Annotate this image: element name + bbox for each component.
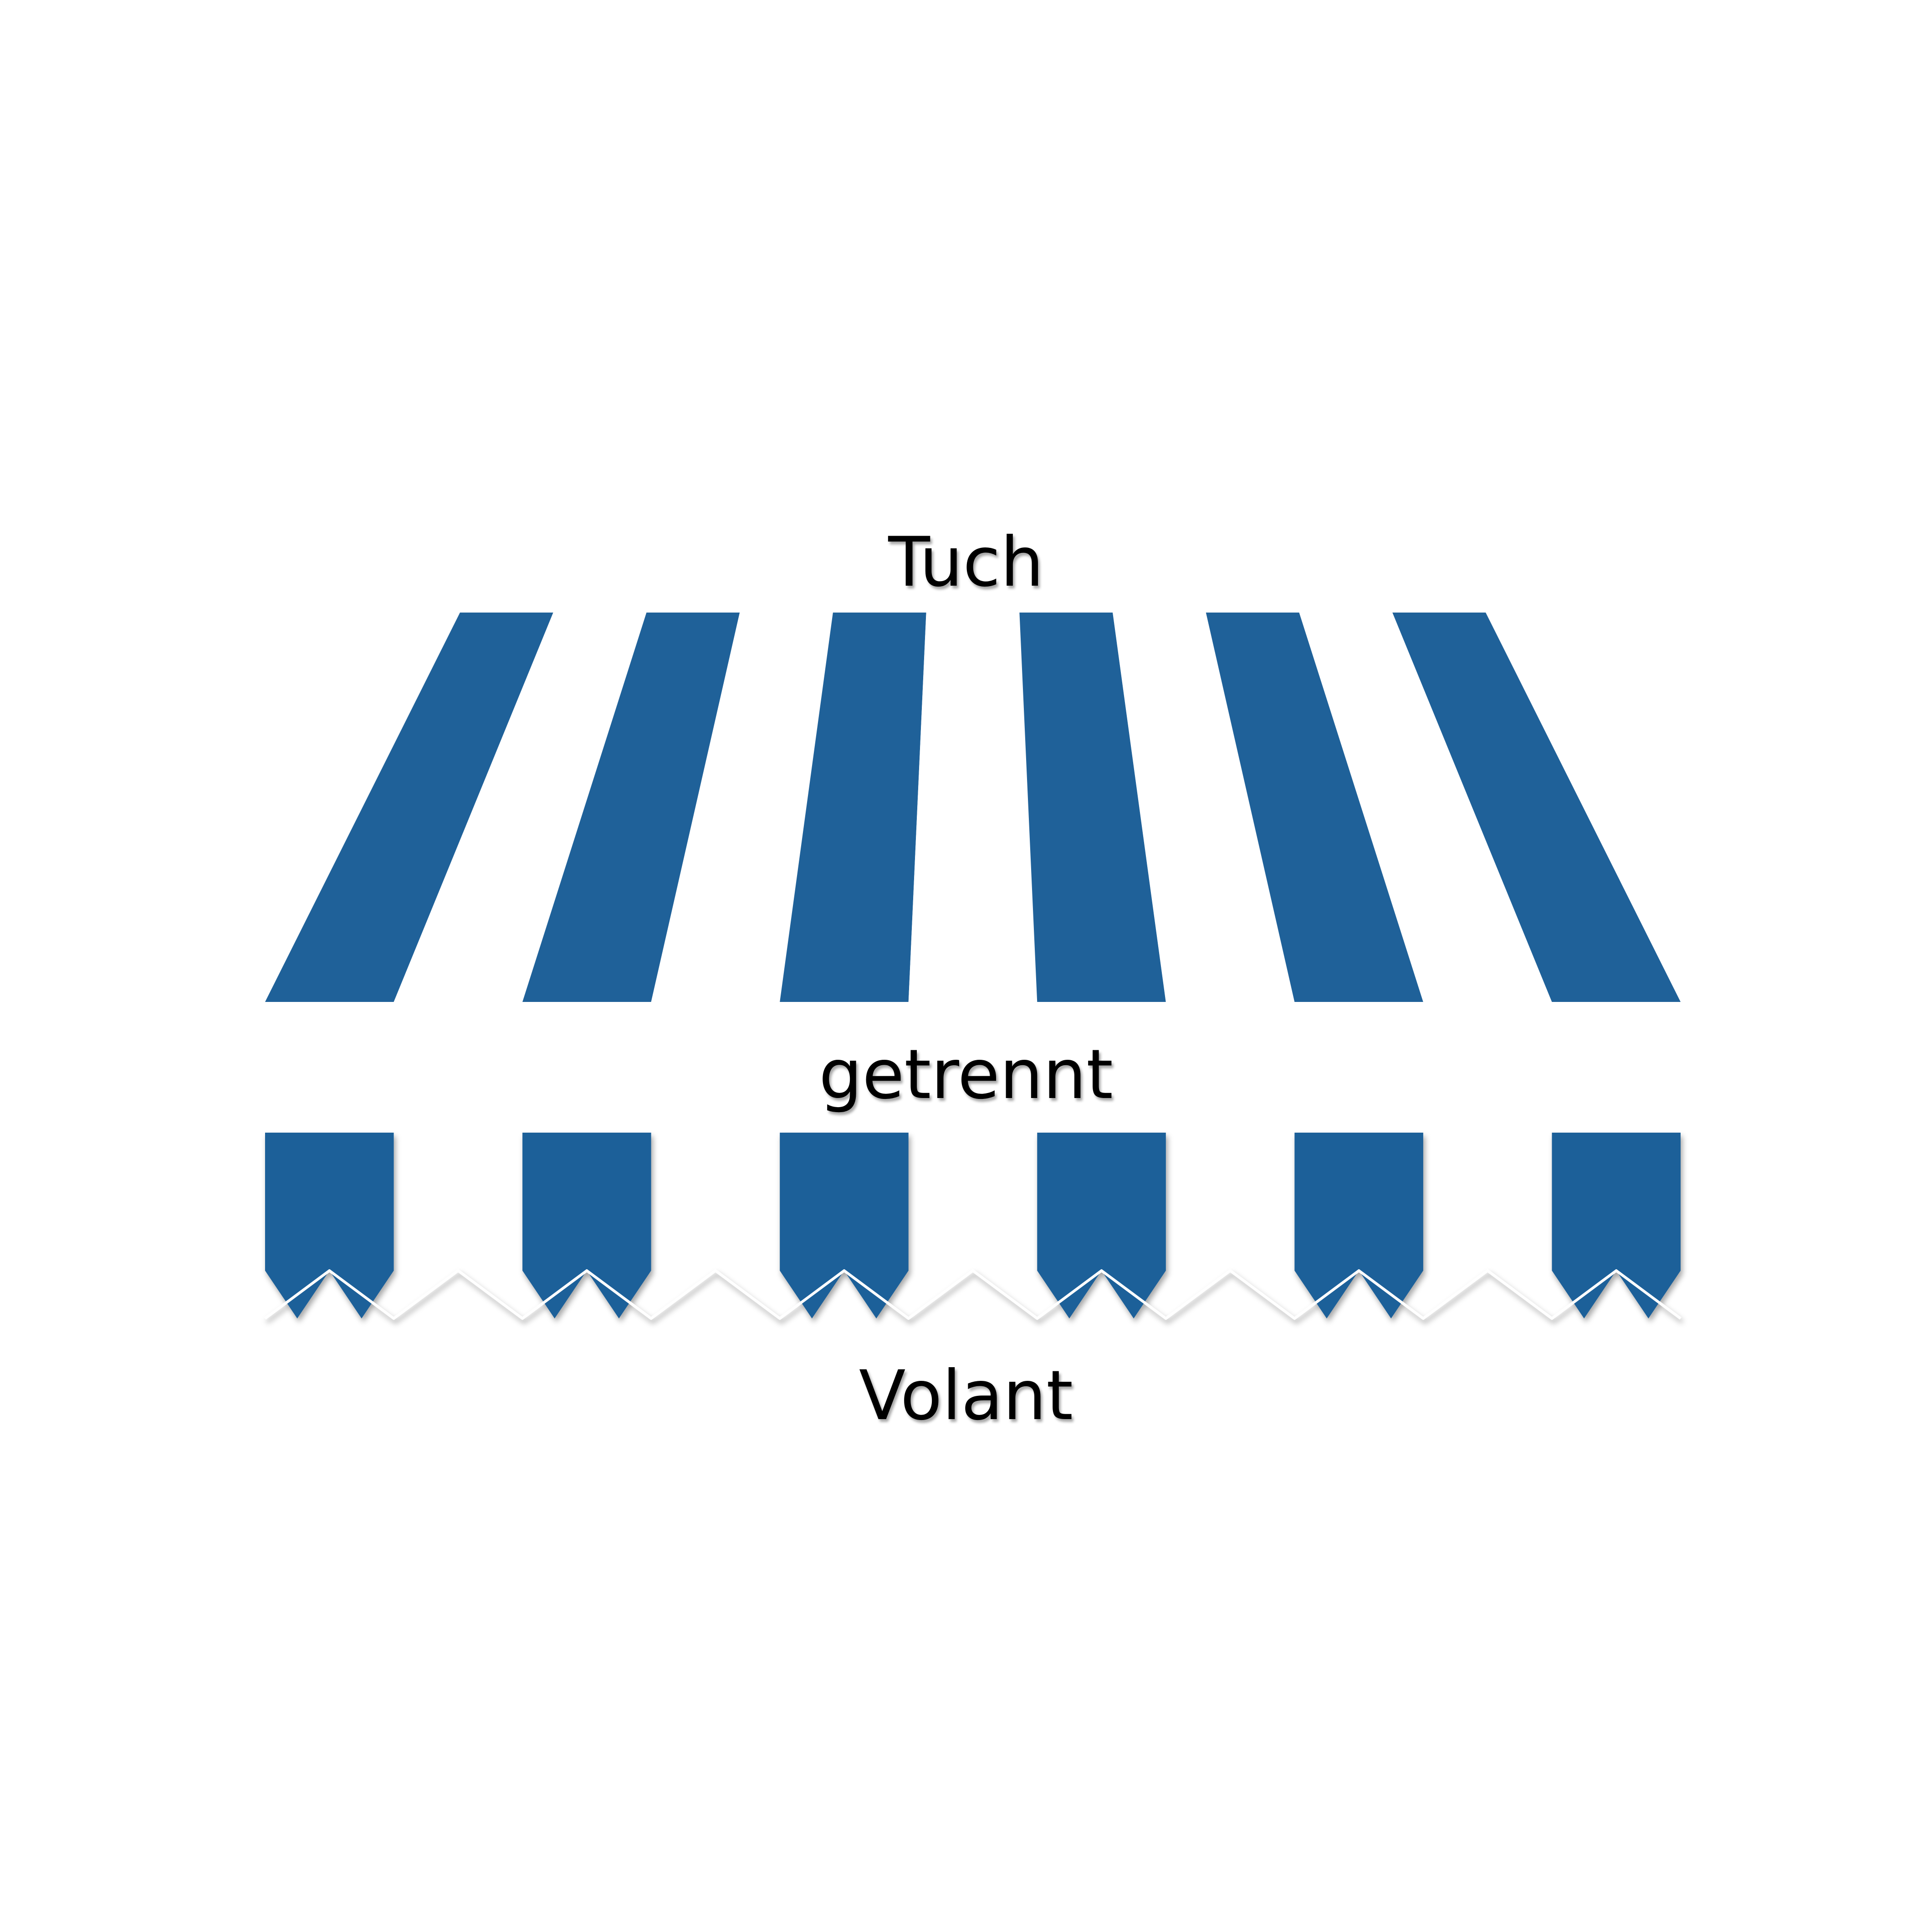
separator-label: getrennt xyxy=(819,1035,1113,1114)
canopy-stripe-blue xyxy=(265,613,553,1002)
awning-valance xyxy=(264,1133,1682,1320)
canopy-stripe-white xyxy=(651,613,833,1002)
canopy-stripe-white xyxy=(394,613,647,1002)
valance-panel xyxy=(265,1133,394,1318)
valance-panel xyxy=(780,1133,909,1318)
canopy-stripe-white xyxy=(1299,613,1552,1002)
awning-canopy xyxy=(265,613,1681,1002)
canopy-stripe-blue xyxy=(780,613,926,1002)
canopy-stripe-blue xyxy=(1392,613,1681,1002)
canopy-stripe-white xyxy=(1113,613,1295,1002)
valance-panel xyxy=(522,1133,651,1318)
canopy-label: Tuch xyxy=(888,523,1044,602)
canopy-stripe-white xyxy=(908,613,1038,1002)
canopy-stripe-blue xyxy=(1019,613,1166,1002)
valance-label: Volant xyxy=(859,1356,1073,1435)
valance-scalloped-edge xyxy=(264,1269,1682,1320)
canopy-stripe-blue xyxy=(522,613,740,1002)
valance-panel xyxy=(1037,1133,1166,1318)
valance-panel xyxy=(1552,1133,1681,1318)
canopy-stripe-blue xyxy=(1206,613,1423,1002)
valance-panel xyxy=(1294,1133,1423,1318)
